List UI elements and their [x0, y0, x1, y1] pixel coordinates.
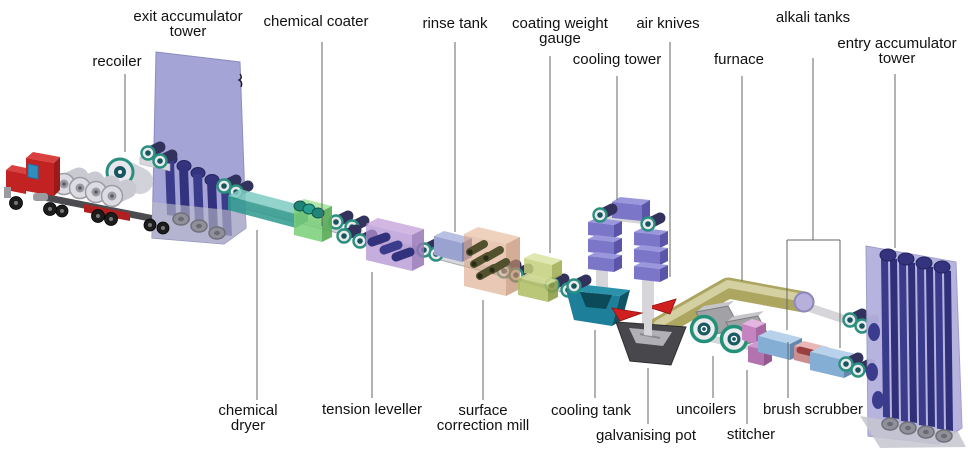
label-furnace: furnace [713, 51, 765, 68]
label-stitcher: stitcher [726, 426, 776, 443]
label-coating-weight-gauge: coating weight gauge [512, 15, 608, 47]
cooling-tower-left-leg [588, 218, 622, 272]
label-brush-scrubber: brush scrubber [762, 401, 864, 418]
truck-window [27, 163, 39, 180]
recoiler-graphic [105, 147, 172, 194]
squiggle-mark [237, 73, 243, 88]
label-cooling-tank: cooling tank [550, 402, 632, 419]
chemical-coater-graphic [293, 199, 332, 242]
label-chemical-dryer: chemical dryer [218, 402, 278, 434]
label-uncoilers: uncoilers [675, 401, 737, 418]
air-knives-graphic [611, 298, 677, 322]
label-surface-correction-mill: surface correction mill [436, 402, 530, 434]
label-entry-accumulator-tower: entry accumulator tower [837, 35, 957, 67]
label-alkali-tanks: alkali tanks [775, 9, 851, 26]
coating-weight-gauge-graphic [518, 253, 562, 302]
label-recoiler: recoiler [92, 53, 142, 70]
leader-alkali-tanks [786, 58, 841, 348]
label-exit-accumulator-tower: exit accumulator tower [133, 8, 243, 40]
label-tension-leveller: tension leveller [321, 401, 423, 418]
surface-correction-mill-graphic [464, 227, 520, 296]
label-cooling-tower: cooling tower [572, 51, 662, 68]
exit-accumulator-tower-graphic [151, 51, 247, 245]
label-galvanising-pot: galvanising pot [595, 427, 697, 444]
cooling-tower-right-leg [634, 228, 668, 282]
galvanising-pot-graphic [615, 300, 687, 366]
truck [4, 152, 170, 235]
tension-leveller-graphic [366, 218, 424, 271]
uncoilers-graphic [689, 301, 771, 354]
furnace-end-cap [793, 291, 815, 313]
label-chemical-coater: chemical coater [263, 13, 369, 30]
cooling-tank-graphic [566, 280, 630, 326]
leader-lines [124, 42, 896, 424]
truck-wheels [9, 196, 170, 235]
label-air-knives: air knives [636, 15, 700, 32]
label-rinse-tank: rinse tank [422, 15, 488, 32]
entry-accumulator-tower-graphic [860, 245, 966, 448]
